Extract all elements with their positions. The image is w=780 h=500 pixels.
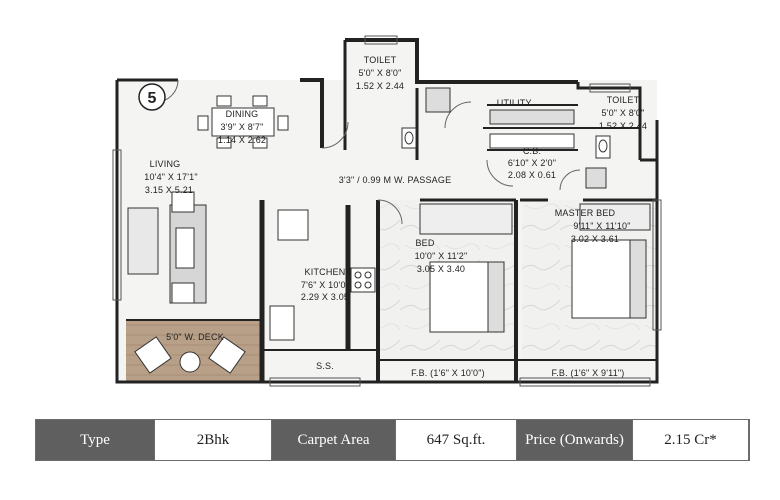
cb-name: C.B. bbox=[523, 146, 541, 156]
master-bed-imperial: 9'11" X 11'10" bbox=[573, 221, 630, 231]
type-value: 2Bhk bbox=[154, 420, 272, 460]
price-value: 2.15 Cr* bbox=[632, 420, 749, 460]
carpet-area-label: Carpet Area bbox=[272, 420, 395, 460]
passage-label: 3'3" / 0.99 M W. PASSAGE bbox=[339, 175, 452, 185]
bed-imperial: 10'0" X 11'2" bbox=[415, 251, 468, 261]
dining-metric: 1.14 X 2.62 bbox=[218, 135, 266, 145]
kitchen-imperial: 7'6" X 10'0" bbox=[301, 280, 349, 290]
fb-1-label: F.B. (1'6" X 10'0") bbox=[411, 368, 485, 378]
fixtures bbox=[127, 87, 651, 374]
bed-name: BED bbox=[415, 238, 434, 248]
dining-imperial: 3'9" X 8'7" bbox=[220, 122, 263, 132]
toilet-2-imperial: 5'0" X 8'0" bbox=[601, 108, 644, 118]
cb-metric: 2.08 X 0.61 bbox=[508, 170, 556, 180]
toilet-1-metric: 1.52 X 2.44 bbox=[356, 81, 404, 91]
toilet-2-metric: 1.52 X 2.44 bbox=[599, 121, 647, 131]
door-swings bbox=[155, 79, 581, 225]
living-name: LIVING bbox=[150, 159, 181, 169]
windows bbox=[112, 35, 662, 387]
toilet-1-imperial: 5'0" X 8'0" bbox=[358, 68, 401, 78]
toilet-2-name: TOILET bbox=[607, 95, 640, 105]
living-metric: 3.15 X 5.21 bbox=[145, 185, 193, 195]
kitchen-name: KITCHEN bbox=[305, 267, 346, 277]
ss-label: S.S. bbox=[316, 361, 334, 371]
specs-table: Type 2Bhk Carpet Area 647 Sq.ft. Price (… bbox=[35, 419, 750, 461]
walls bbox=[115, 38, 659, 384]
kitchen-metric: 2.29 X 3.05 bbox=[301, 292, 349, 302]
room-labels: TOILET 5'0" X 8'0" 1.52 X 2.44 UTILITY. … bbox=[144, 55, 647, 378]
deck-label: 5'0" W. DECK bbox=[166, 332, 224, 342]
dining-name: DINING bbox=[226, 109, 259, 119]
utility-name: UTILITY. bbox=[497, 98, 533, 108]
cb-imperial: 6'10" X 2'0" bbox=[508, 158, 556, 168]
fb-2-label: F.B. (1'6" X 9'11") bbox=[552, 368, 625, 378]
carpet-area-value: 647 Sq.ft. bbox=[395, 420, 517, 460]
price-label: Price (Onwards) bbox=[517, 420, 632, 460]
unit-number-badge: 5 bbox=[138, 83, 166, 111]
unit-number: 5 bbox=[148, 90, 157, 107]
master-bed-name: MASTER BED bbox=[555, 208, 616, 218]
type-label: Type bbox=[36, 420, 154, 460]
living-imperial: 10'4" X 17'1" bbox=[144, 172, 197, 182]
master-bed-metric: 3.02 X 3.61 bbox=[571, 234, 619, 244]
toilet-1-name: TOILET bbox=[364, 55, 397, 65]
floor-plan: 5 TOILET 5'0" X 8'0" 1.52 X 2.44 UTILITY… bbox=[112, 35, 662, 387]
bed-metric: 3.05 X 3.40 bbox=[417, 264, 465, 274]
